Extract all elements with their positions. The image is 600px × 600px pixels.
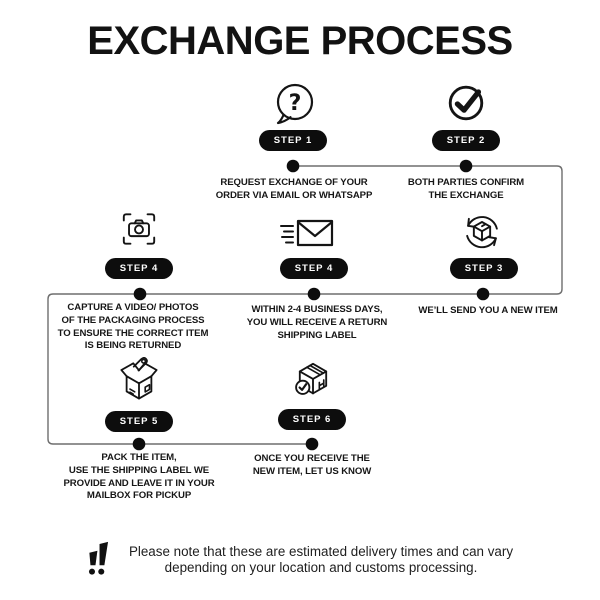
text-line: BOTH PARTIES CONFIRM xyxy=(407,177,525,188)
connector-dot xyxy=(476,287,490,301)
exchange-box-icon xyxy=(459,210,505,256)
step-3-badge: STEP 3 xyxy=(450,258,518,279)
step-4-label-badge: STEP 4 xyxy=(280,258,348,279)
text-line: depending on your location and customs p… xyxy=(164,559,478,575)
text-line: ORDER VIA EMAIL OR WHATSAPP xyxy=(215,189,373,201)
step-3-description: WE’LL SEND YOU A NEW ITEM xyxy=(418,305,557,318)
camera-icon xyxy=(120,210,158,248)
text-line: REQUEST EXCHANGE OF YOUR xyxy=(220,177,368,188)
text-line: ONCE YOU RECEIVE THE xyxy=(254,453,370,464)
step-1-badge: STEP 1 xyxy=(259,130,327,151)
text-line: OF THE PACKAGING PROCESS xyxy=(61,314,205,326)
delivery-note: Please note that these are estimated del… xyxy=(96,544,546,575)
step-6-badge: STEP 6 xyxy=(278,409,346,430)
text-line: NEW ITEM, LET US KNOW xyxy=(252,465,372,477)
connector-dot xyxy=(133,287,147,301)
connector-dot xyxy=(132,437,146,451)
text-line: CAPTURE A VIDEO/ PHOTOS xyxy=(67,302,199,313)
page-title: EXCHANGE PROCESS xyxy=(87,19,513,63)
connector-path xyxy=(47,165,563,445)
step-5-badge: STEP 5 xyxy=(105,411,173,432)
connector-dot xyxy=(459,159,473,173)
text-line: WE’LL SEND YOU A NEW ITEM xyxy=(418,305,558,316)
svg-text:?: ? xyxy=(289,91,302,116)
step-6-description: ONCE YOU RECEIVE THE NEW ITEM, LET US KN… xyxy=(253,453,371,479)
text-line: Please note that these are estimated del… xyxy=(128,544,514,559)
question-bubble-icon: ? xyxy=(271,80,319,128)
text-line: THE EXCHANGE xyxy=(428,189,504,201)
step-2-badge: STEP 2 xyxy=(432,130,500,151)
text-line: SHIPPING LABEL xyxy=(277,329,357,341)
open-box-icon xyxy=(119,357,159,403)
step-2-description: BOTH PARTIES CONFIRM THE EXCHANGE xyxy=(408,177,524,203)
text-line: WITHIN 2-4 BUSINESS DAYS, xyxy=(251,304,383,315)
text-line: PROVIDE AND LEAVE IT IN YOUR xyxy=(63,477,215,489)
box-check-icon xyxy=(292,358,335,401)
text-line: MAILBOX FOR PICKUP xyxy=(86,490,192,502)
step-4-capture-badge: STEP 4 xyxy=(105,258,173,279)
step-1-description: REQUEST EXCHANGE OF YOUR ORDER VIA EMAIL… xyxy=(216,177,373,203)
step-4-capture-description: CAPTURE A VIDEO/ PHOTOS OF THE PACKAGING… xyxy=(58,302,209,353)
text-line: PACK THE ITEM, xyxy=(101,452,177,463)
connector-dot xyxy=(286,159,300,173)
connector-dot xyxy=(307,287,321,301)
text-line: USE THE SHIPPING LABEL WE xyxy=(68,464,210,476)
text-line: YOU WILL RECEIVE A RETURN xyxy=(246,316,388,328)
fast-mail-icon xyxy=(280,217,334,247)
step-5-description: PACK THE ITEM, USE THE SHIPPING LABEL WE… xyxy=(63,452,214,503)
connector-dot xyxy=(305,437,319,451)
step-4-label-description: WITHIN 2-4 BUSINESS DAYS, YOU WILL RECEI… xyxy=(247,304,388,342)
text-line: IS BEING RETURNED xyxy=(84,340,182,352)
check-circle-icon xyxy=(444,81,488,125)
double-exclamation-icon xyxy=(86,539,115,578)
text-line: TO ENSURE THE CORRECT ITEM xyxy=(57,327,209,339)
